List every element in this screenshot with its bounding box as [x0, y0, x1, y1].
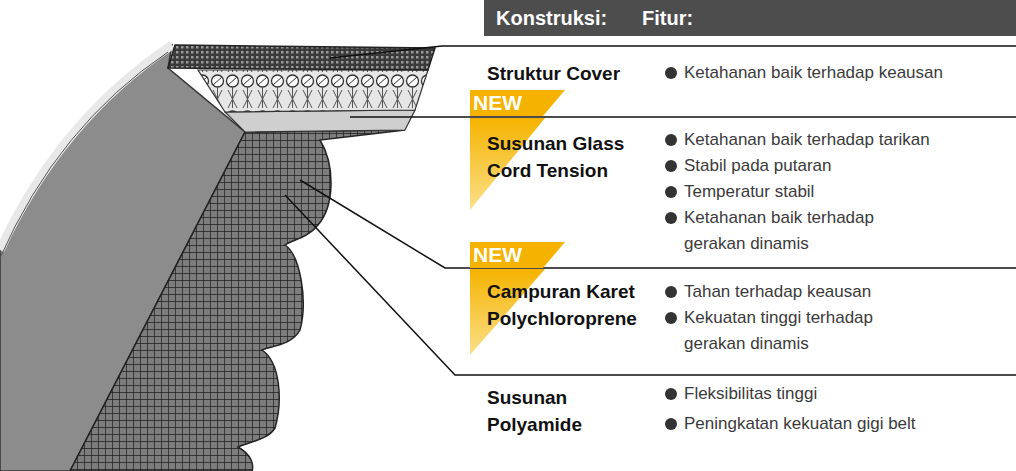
header-text: Fitur: — [642, 0, 693, 36]
new-badge: NEW — [470, 90, 565, 116]
leader-line — [350, 116, 1016, 118]
feature-text: Temperatur stabil — [684, 179, 1009, 205]
bullet — [665, 212, 677, 224]
bullet — [665, 160, 677, 172]
feature-text: Kekuatan tinggi terhadap gerakan dinamis — [684, 305, 914, 357]
construction-name: Susunan Glass Cord Tension — [487, 130, 647, 184]
new-badge: NEW — [470, 242, 565, 268]
badge-fill — [470, 90, 565, 116]
rubber-layer — [225, 110, 415, 132]
bullet — [665, 286, 677, 298]
bullet — [665, 418, 677, 430]
feature-text: Fleksibilitas tinggi — [684, 381, 1009, 407]
feature-text: Ketahanan baik terhadap tarikan — [684, 127, 1009, 153]
new-label: NEW — [473, 242, 522, 268]
header-text: Konstruksi: — [496, 0, 607, 36]
leader-line — [300, 180, 1016, 268]
feature-text: Peningkatan kekuatan gigi belt — [684, 411, 1009, 437]
bullet — [665, 312, 677, 324]
feature-text: Stabil pada putaran — [684, 153, 1009, 179]
header-band: Konstruksi: Fitur: — [484, 0, 1016, 36]
bullets — [665, 67, 677, 430]
feature-text: Ketahanan baik terhadap gerakan dinamis — [684, 205, 914, 257]
cover-layer — [168, 45, 435, 70]
glass-cord-layer — [198, 70, 428, 112]
feature-text: Ketahanan baik terhadap keausan — [684, 60, 1009, 86]
bullet — [665, 67, 677, 79]
badge-fill — [470, 242, 565, 268]
belt-back-line — [0, 52, 168, 258]
construction-name: Campuran Karet Polychloroprene — [487, 278, 667, 332]
leader-line — [330, 46, 1016, 58]
construction-name: Struktur Cover — [487, 60, 667, 87]
new-label: NEW — [473, 90, 522, 116]
belt-teeth — [70, 130, 405, 471]
bullet — [665, 388, 677, 400]
feature-text: Tahan terhadap keausan — [684, 279, 1009, 305]
bullet — [665, 186, 677, 198]
bullet — [665, 134, 677, 146]
belt-back — [0, 45, 172, 250]
construction-name: Susunan Polyamide — [487, 384, 607, 438]
leader-line — [285, 195, 1016, 375]
